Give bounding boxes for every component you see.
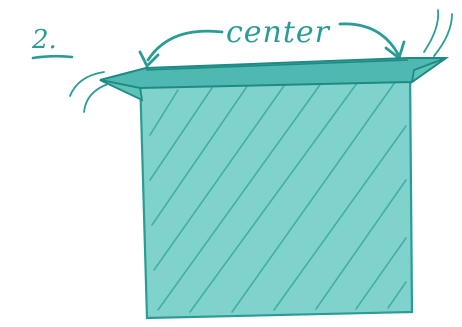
- curved-arrow-right-icon: [338, 22, 406, 60]
- fabric-panel: [138, 64, 414, 320]
- left-corner-flap: [69, 71, 144, 113]
- curved-arrow-left-icon: [138, 29, 224, 68]
- center-label: center: [226, 15, 331, 50]
- step-number-underline: [31, 54, 74, 60]
- step-number: 2.: [31, 25, 74, 60]
- right-corner-flap: [410, 9, 453, 84]
- fabric-hatching: [149, 77, 407, 313]
- step-number-text: 2.: [31, 25, 57, 55]
